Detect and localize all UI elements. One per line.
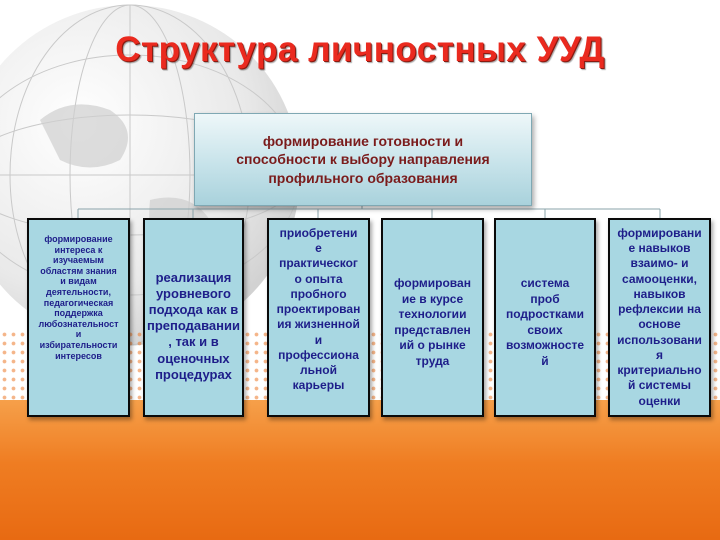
- branch-box-4-text: формирован ие в курсе технологии предста…: [394, 276, 471, 368]
- branch-box-1-text: формирование интереса к изучаемым област…: [38, 234, 119, 361]
- branch-box-3-text: приобретени е практическог о опыта пробн…: [276, 226, 361, 393]
- branch-box-5: система проб подростками своих возможнос…: [494, 218, 596, 417]
- branch-box-2-text: реализация уровневого подхода как в преп…: [146, 270, 240, 382]
- orange-band: [0, 400, 720, 540]
- branch-box-3: приобретени е практическог о опыта пробн…: [267, 218, 370, 417]
- slide-title: Структура личностных УУД: [115, 30, 605, 69]
- top-box-text: формирование готовности и способности к …: [236, 133, 490, 186]
- top-box: формирование готовности и способности к …: [194, 113, 532, 206]
- branch-box-1: формирование интереса к изучаемым област…: [27, 218, 130, 417]
- branch-box-6: формировани е навыков взаимо- и самооцен…: [608, 218, 711, 417]
- branch-box-5-text: система проб подростками своих возможнос…: [505, 276, 585, 368]
- branch-box-6-text: формировани е навыков взаимо- и самооцен…: [617, 226, 702, 408]
- branch-box-2: реализация уровневого подхода как в преп…: [143, 218, 244, 417]
- branch-box-4: формирован ие в курсе технологии предста…: [381, 218, 484, 417]
